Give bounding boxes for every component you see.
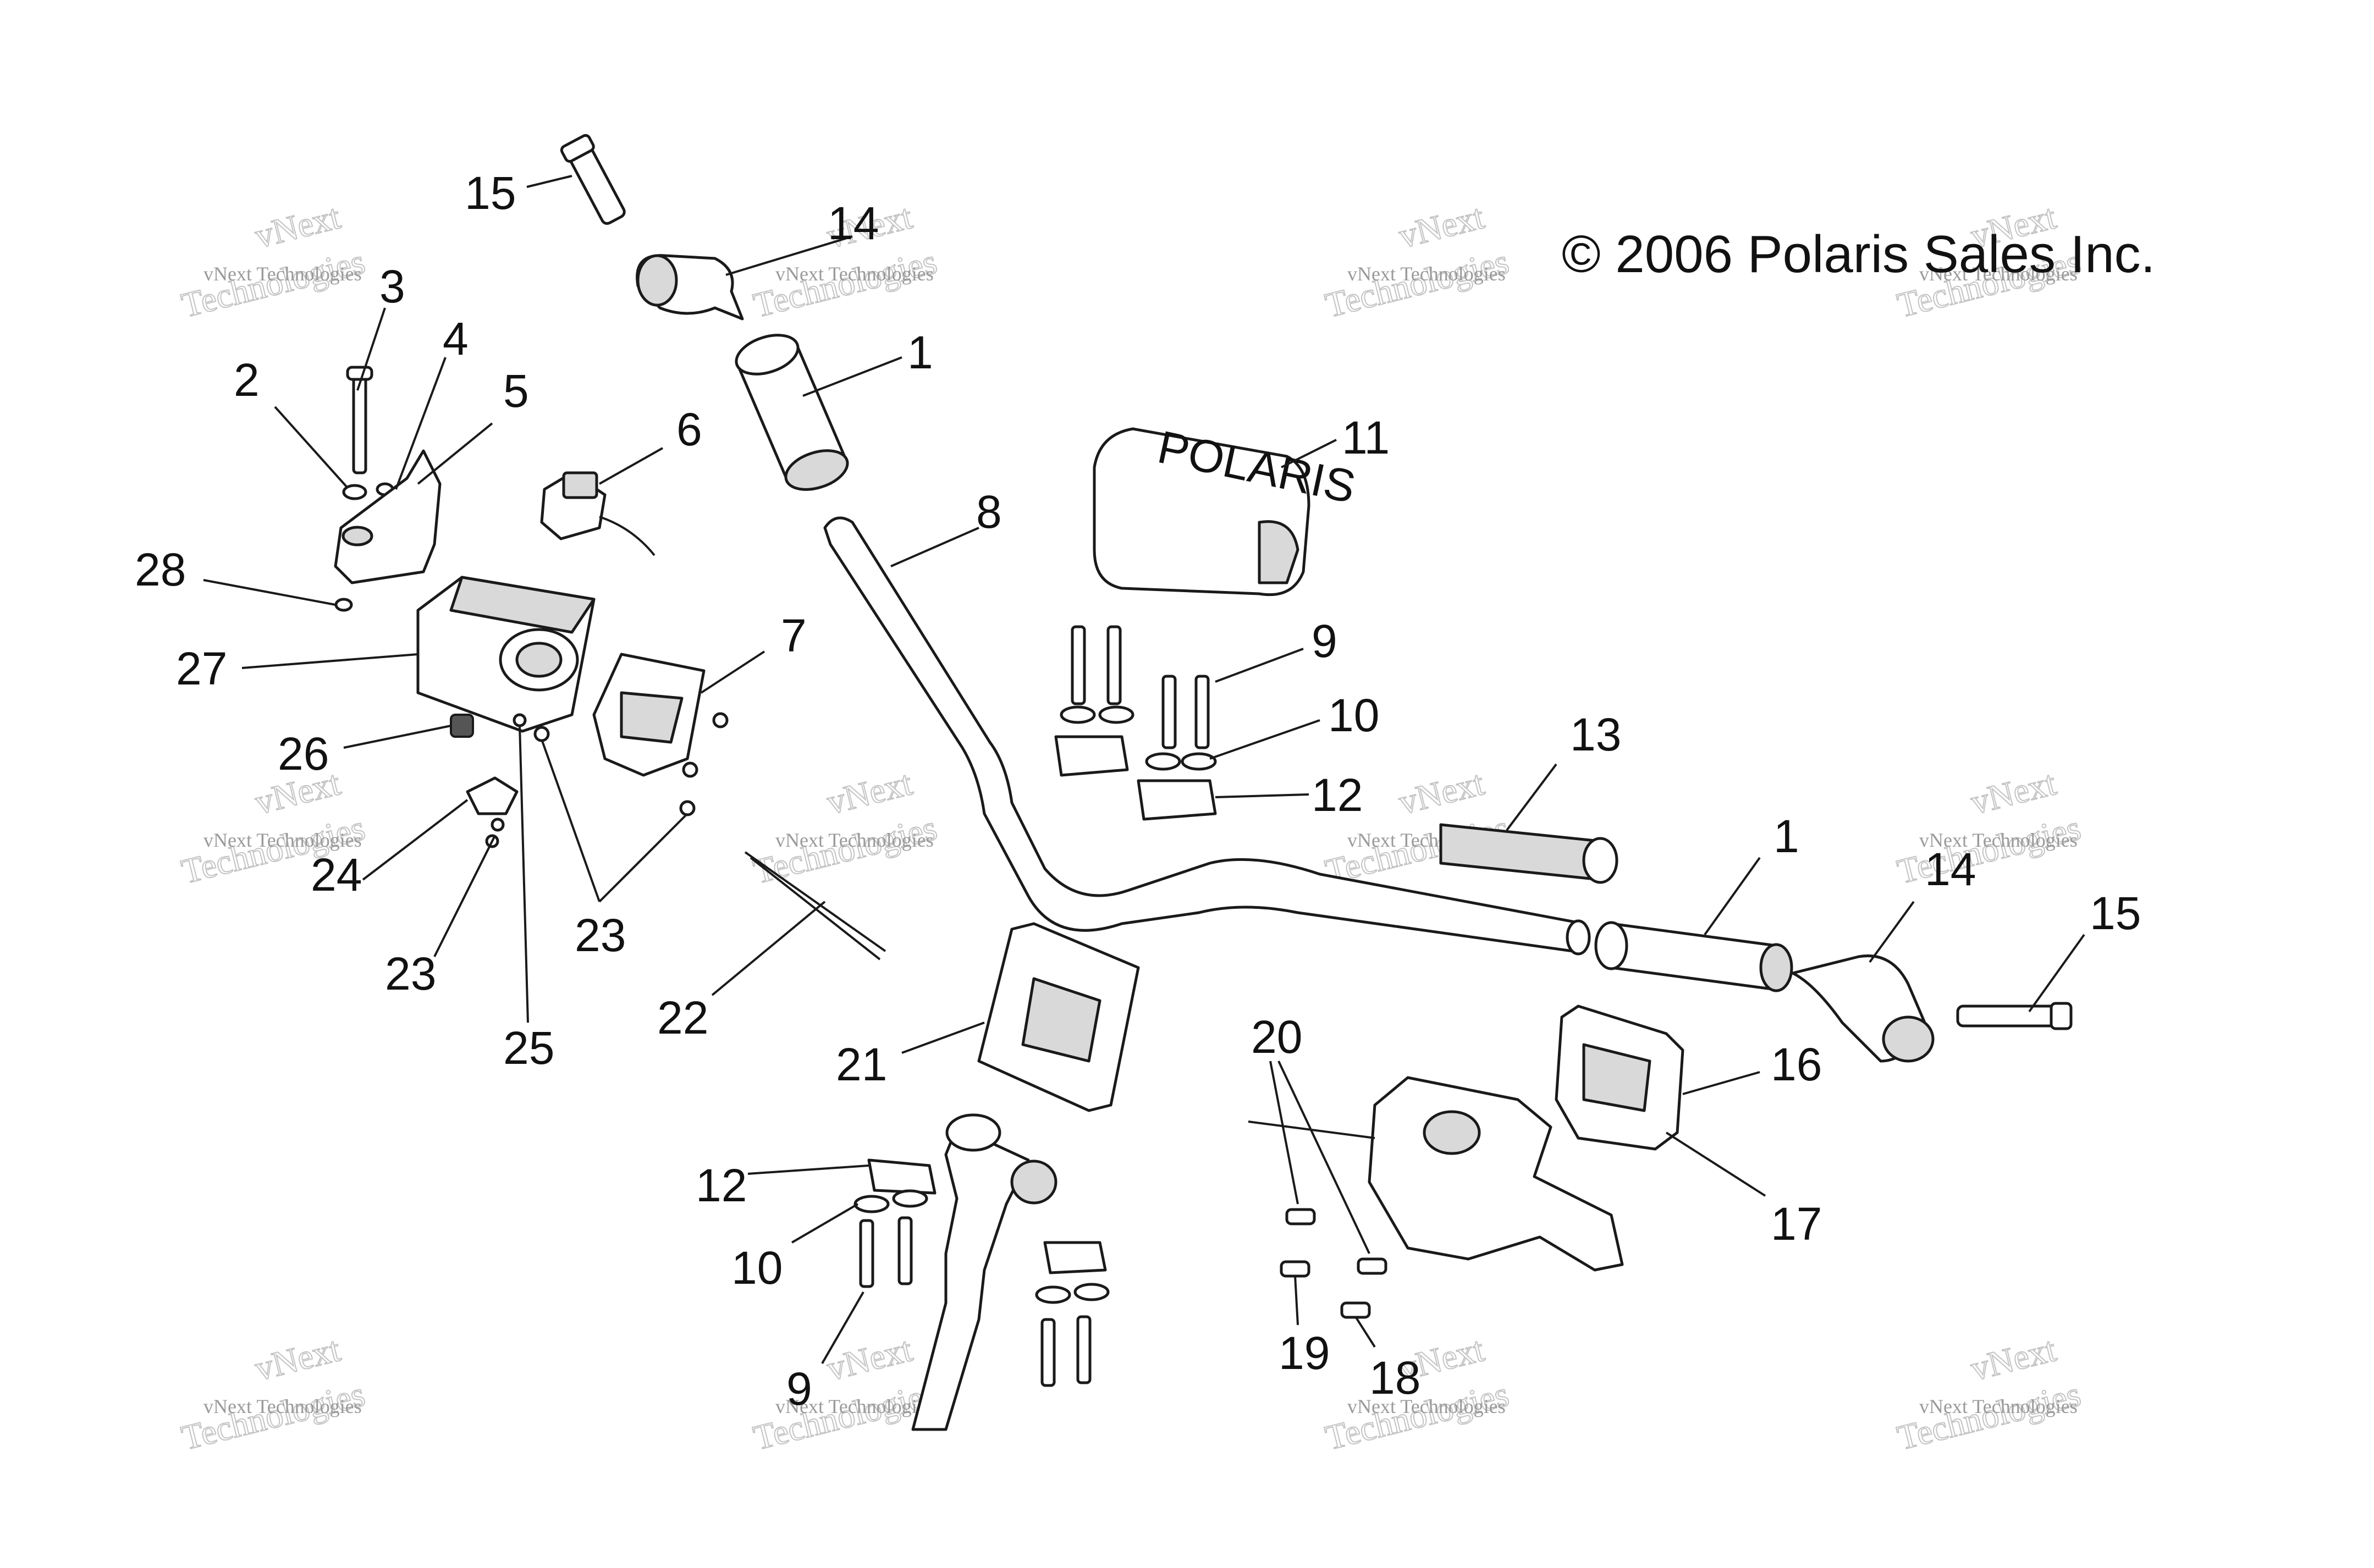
watermark-small: vNext Technologies xyxy=(775,263,934,285)
part-18-screw[interactable] xyxy=(1340,1301,1371,1319)
watermark-large-1: vNext xyxy=(823,763,916,822)
part-28-nut[interactable] xyxy=(334,598,353,612)
watermark-tile: vNext Technologies vNext Technologies xyxy=(749,1329,941,1458)
callout-1-right: 1 xyxy=(1773,810,1799,862)
watermark-tile: vNext Technologies vNext Technologies xyxy=(1893,1329,2085,1458)
part-27-throttle-housing[interactable] xyxy=(416,576,596,733)
callout-21: 21 xyxy=(836,1039,887,1090)
callout-17: 17 xyxy=(1771,1198,1822,1250)
watermark-tile: vNext Technologies vNext Technologies xyxy=(177,1329,369,1458)
part-5-clamp-bracket[interactable] xyxy=(334,449,442,584)
callout-6: 6 xyxy=(676,404,702,455)
part-17-master-cylinder[interactable] xyxy=(1248,1076,1624,1272)
steering-post xyxy=(911,1113,1057,1431)
callout-20: 20 xyxy=(1251,1011,1302,1063)
part-16-switch-housing[interactable] xyxy=(1555,1004,1684,1151)
part-26-plug[interactable] xyxy=(450,714,474,738)
callout-15-right: 15 xyxy=(2090,887,2141,939)
callout-10-lower: 10 xyxy=(731,1242,783,1294)
watermark-tile: vNext Technologies vNext Technologies xyxy=(749,763,941,892)
watermark-small: vNext Technologies xyxy=(203,1395,362,1417)
part-14-bar-end-top[interactable] xyxy=(636,254,744,321)
watermark-small: vNext Technologies xyxy=(775,1395,934,1417)
part-21-riser[interactable] xyxy=(977,922,1140,1112)
callout-3: 3 xyxy=(379,261,405,312)
watermark-small: vNext Technologies xyxy=(203,263,362,285)
watermark-small: vNext Technologies xyxy=(775,829,934,851)
callout-16: 16 xyxy=(1771,1039,1822,1090)
part-8-handlebar[interactable] xyxy=(823,516,1591,956)
callout-19: 19 xyxy=(1279,1327,1330,1379)
callout-22: 22 xyxy=(657,992,708,1044)
callout-8: 8 xyxy=(976,486,1002,538)
part-10-washers-lower[interactable] xyxy=(853,1189,1110,1304)
part-9-bolts-upper[interactable] xyxy=(1071,625,1210,749)
callout-11: 11 xyxy=(1342,412,1390,463)
part-13-grip[interactable] xyxy=(1439,823,1618,884)
part-15-bolt-right[interactable] xyxy=(1956,1002,2073,1030)
watermark-tile: vNext Technologies vNext Technologies xyxy=(177,196,369,325)
part-15-bolt-top[interactable] xyxy=(560,134,626,226)
callout-9-lower: 9 xyxy=(786,1363,812,1415)
part-9-bolts-lower[interactable] xyxy=(859,1216,1092,1387)
part-19-screw[interactable] xyxy=(1280,1260,1310,1278)
callout-labels: 15 14 1 3 2 4 5 6 28 27 8 11 7 9 10 12 1… xyxy=(135,167,2141,1415)
callout-1-top: 1 xyxy=(907,327,933,378)
callout-26: 26 xyxy=(278,728,329,780)
callout-7: 7 xyxy=(781,610,807,661)
part-1-grip-right[interactable] xyxy=(1594,921,1793,992)
part-23-screws[interactable] xyxy=(485,712,729,848)
callout-28: 28 xyxy=(135,544,186,595)
part-3-screw[interactable] xyxy=(346,366,373,474)
copyright-notice: © 2006 Polaris Sales Inc. xyxy=(1562,225,2155,284)
callout-23-center: 23 xyxy=(575,909,626,961)
watermark-small: vNext Technologies xyxy=(203,829,362,851)
callout-18: 18 xyxy=(1369,1352,1420,1404)
watermark-large-1: vNext xyxy=(251,1329,344,1388)
watermark-large-1: vNext xyxy=(251,197,344,256)
callout-13: 13 xyxy=(1570,709,1621,760)
callout-25: 25 xyxy=(503,1022,554,1074)
watermark-large-1: vNext xyxy=(1395,197,1488,256)
part-1-grip-top[interactable] xyxy=(731,328,852,497)
watermark-small: vNext Technologies xyxy=(1919,829,2078,851)
watermark-small: vNext Technologies xyxy=(1919,263,2078,285)
callout-14-right: 14 xyxy=(1925,843,1976,895)
part-6-switch[interactable] xyxy=(540,471,656,556)
watermark-large-1: vNext xyxy=(1967,763,2060,822)
callout-12-upper: 12 xyxy=(1312,769,1363,821)
watermark-tile: vNext Technologies vNext Technologies xyxy=(1893,763,2085,892)
callout-15-top: 15 xyxy=(465,167,516,219)
part-24-plate[interactable] xyxy=(466,776,519,815)
part-12-clamps-lower[interactable] xyxy=(867,1158,1107,1274)
watermark-small: vNext Technologies xyxy=(1919,1395,2078,1417)
leader-lines xyxy=(203,175,2085,1364)
callout-10-upper: 10 xyxy=(1328,689,1379,741)
callout-14-top: 14 xyxy=(828,197,879,249)
watermark-large-1: vNext xyxy=(1967,1329,2060,1388)
part-14-bar-end-right[interactable] xyxy=(1791,954,1935,1063)
callout-5: 5 xyxy=(503,365,529,417)
part-10-washers-upper[interactable] xyxy=(1060,705,1217,771)
callout-2: 2 xyxy=(234,354,260,406)
part-20-screws[interactable] xyxy=(1285,1208,1387,1275)
part-2-washer[interactable] xyxy=(342,484,367,500)
watermark-tile: vNext Technologies vNext Technologies xyxy=(1321,196,1513,325)
callout-4: 4 xyxy=(443,313,469,365)
callout-24: 24 xyxy=(311,849,362,901)
callout-27: 27 xyxy=(176,643,227,694)
watermark-small: vNext Technologies xyxy=(1347,263,1506,285)
callout-9-upper: 9 xyxy=(1312,615,1337,667)
watermark-small: vNext Technologies xyxy=(1347,1395,1506,1417)
part-25-screw[interactable] xyxy=(513,713,527,727)
watermark-large-1: vNext xyxy=(1395,763,1488,822)
part-12-clamps-upper[interactable] xyxy=(1054,735,1217,821)
callout-12-lower: 12 xyxy=(696,1160,747,1211)
part-7-cover[interactable] xyxy=(592,653,706,777)
callout-23-left: 23 xyxy=(385,948,436,1000)
